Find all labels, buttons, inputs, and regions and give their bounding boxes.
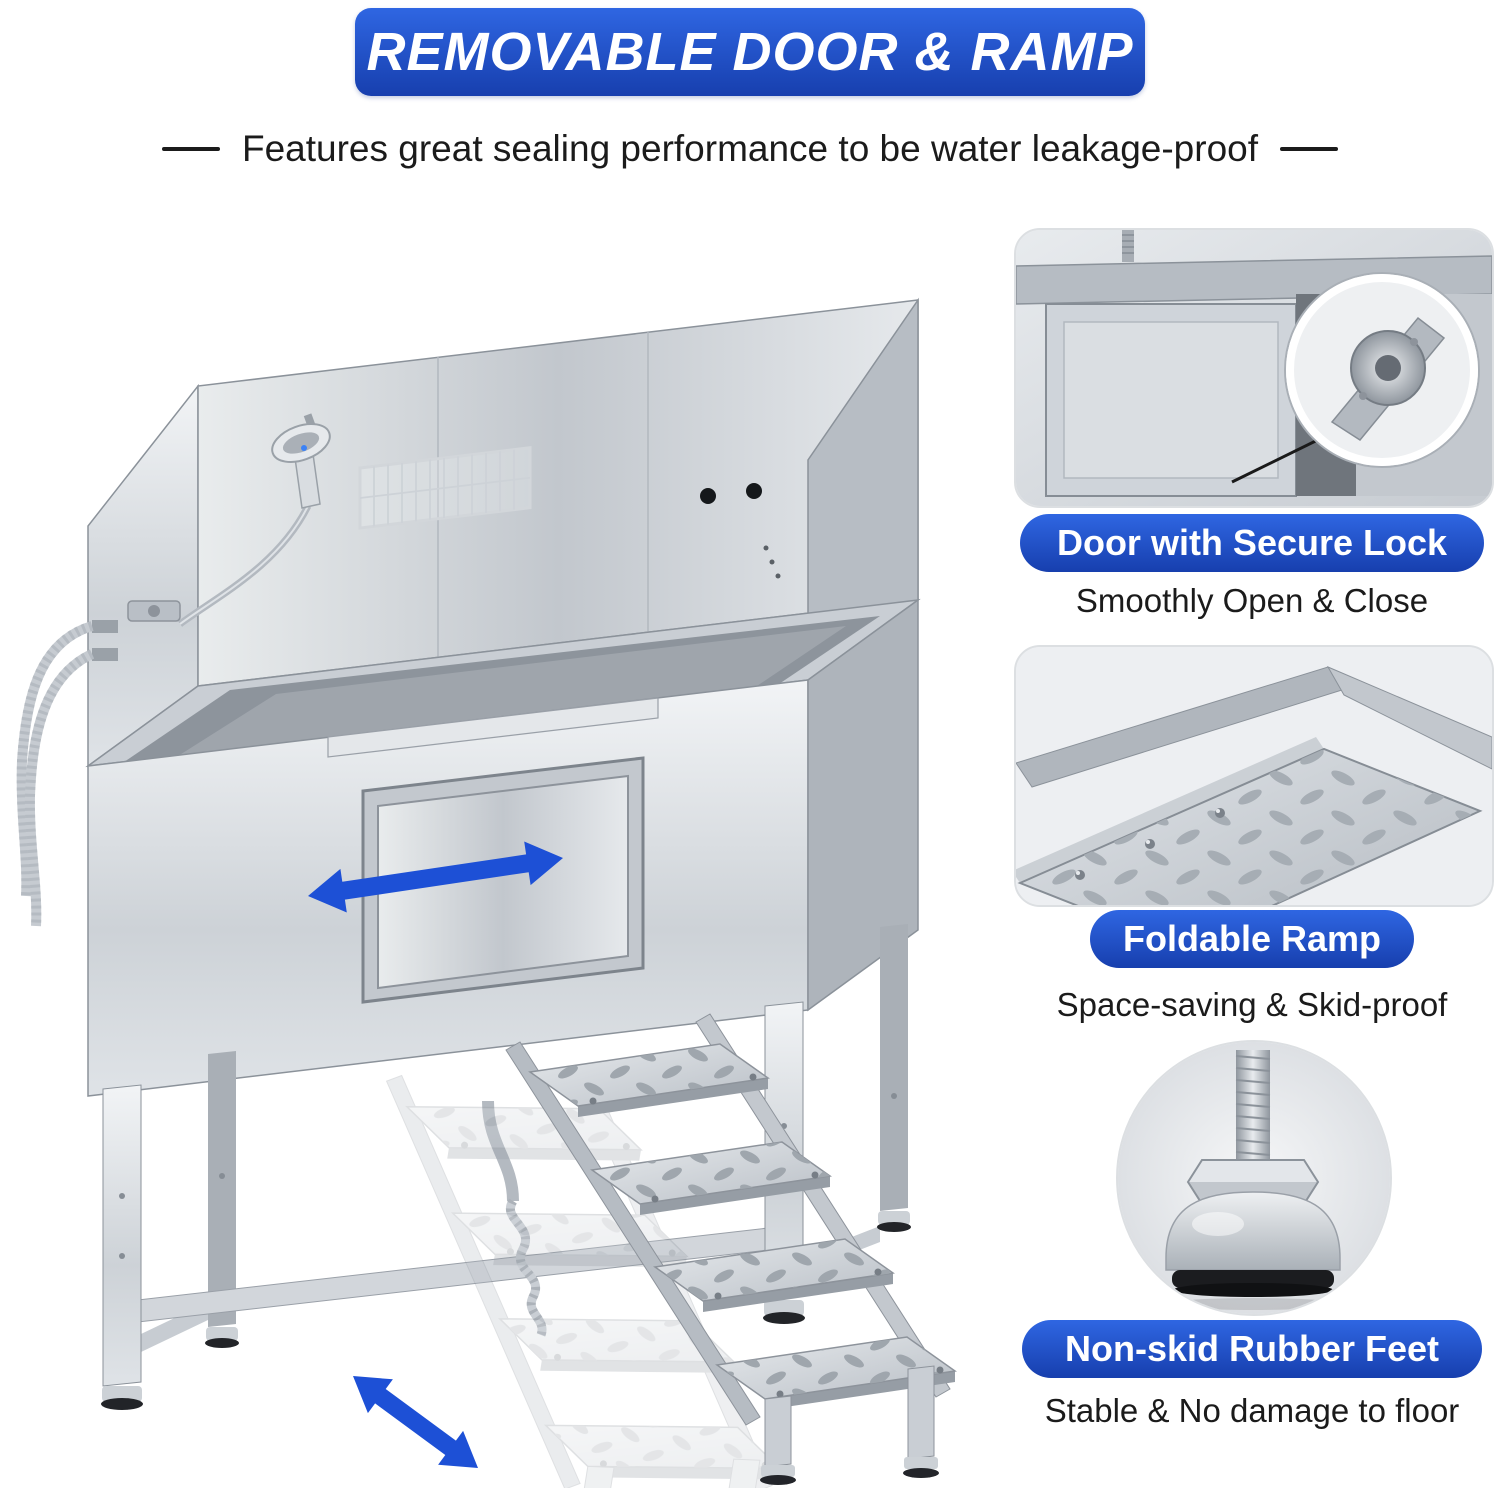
storage-basket (358, 446, 532, 530)
subtitle-dash (161, 147, 220, 151)
ramp-move-arrow-icon (353, 1376, 478, 1468)
grooming-tub-illustration (16, 297, 956, 1488)
vent-holes (700, 483, 781, 579)
ramp-tread-image (1016, 647, 1492, 905)
door-slide-arrow-icon (308, 841, 563, 913)
water-hoses (16, 600, 181, 927)
rubber-foot-image (1118, 1042, 1390, 1314)
subtitle: Features great sealing performance to be… (0, 128, 1500, 170)
feature-card-door-lock (1014, 228, 1494, 508)
feature-caption-foldable-ramp: Space-saving & Skid-proof (1056, 986, 1448, 1023)
subtitle-text: Features great sealing performance to be… (241, 128, 1259, 169)
sliding-door (361, 756, 645, 1004)
page-title: REMOVABLE DOOR & RAMP (366, 22, 1134, 82)
shower-sprayer (177, 413, 331, 627)
foot-base (1165, 1191, 1341, 1310)
lock-roller-mechanism (1330, 316, 1446, 441)
feature-caption-door-lock: Smoothly Open & Close (1075, 582, 1429, 619)
adjustable-feet (101, 1211, 911, 1410)
door-lock-image (1016, 230, 1492, 506)
feature-label-door-lock: Door with Secure Lock (1020, 514, 1484, 572)
splash-guard (87, 297, 919, 768)
feature-label-foldable-ramp: Foldable Ramp (1090, 910, 1414, 968)
threaded-rod (1235, 1050, 1271, 1162)
feature-label-rubber-feet: Non-skid Rubber Feet (1022, 1320, 1482, 1378)
feature-card-rubber-feet (1116, 1040, 1392, 1316)
product-illustration (8, 196, 1008, 1488)
feature-card-foldable-ramp (1014, 645, 1494, 907)
feature-caption-rubber-feet: Stable & No damage to floor (1044, 1392, 1460, 1429)
banner: REMOVABLE DOOR & RAMP (355, 8, 1145, 96)
subtitle-dash (1280, 147, 1339, 151)
